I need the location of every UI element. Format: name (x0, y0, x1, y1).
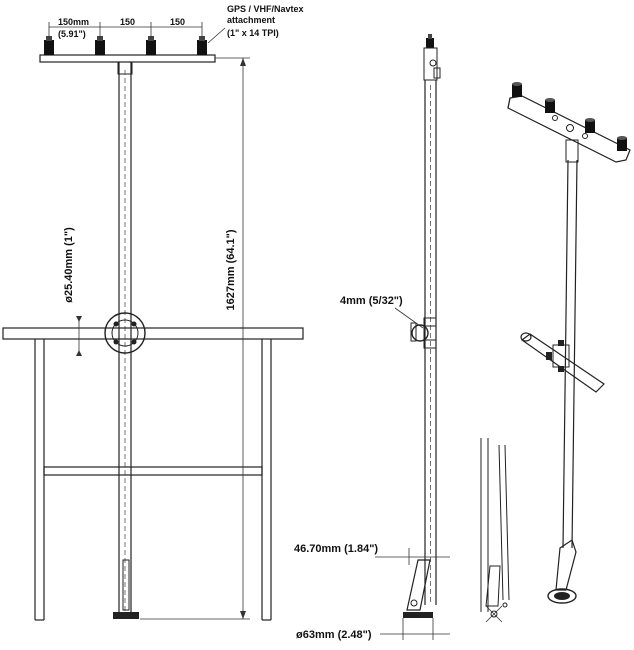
spacing-label-3: 150 (170, 17, 185, 27)
deck-base (113, 559, 139, 619)
spacing-label-inch: (5.91") (58, 29, 86, 39)
gps-label-line3: (1" x 14 TPI) (227, 28, 279, 38)
side-base-hinge (403, 559, 433, 618)
tube-diameter-dimension (76, 316, 82, 356)
iso-rail-clamp (520, 332, 605, 393)
rail-clamp (104, 312, 146, 354)
iso-knob (512, 82, 522, 97)
iso-base (547, 539, 577, 604)
antenna-mount-knob (44, 36, 54, 55)
side-view: 4mm (5/32") 46.70mm (1.84") ø63mm (2.48"… (294, 34, 450, 641)
front-view: 150mm 150 150 (5.91") GPS / VHF/Navtex a… (2, 4, 304, 621)
iso-knob (545, 98, 555, 113)
height-dimension (140, 57, 250, 620)
antenna-mount-knob (146, 36, 156, 55)
main-pole (118, 62, 132, 612)
gps-label-line2: attachment (227, 15, 275, 25)
spacing-label-1: 150mm (58, 17, 89, 27)
height-label: 1627mm (64.1") (225, 229, 237, 310)
tube-diameter-label: ø25.40mm (1") (63, 227, 75, 303)
detail-view (480, 438, 510, 623)
iso-knob (585, 118, 595, 133)
iso-knob (617, 136, 627, 151)
base-offset-label: 46.70mm (1.84") (294, 543, 378, 555)
spacing-dimension (48, 22, 203, 38)
side-clamp (410, 317, 437, 349)
railing (2, 327, 304, 621)
antenna-mount-knob (95, 36, 105, 55)
antenna-mount-knob (197, 36, 207, 55)
top-bracket (39, 54, 216, 63)
isometric-view (507, 82, 631, 604)
gps-label-line1: GPS / VHF/Navtex (227, 4, 304, 14)
base-diameter-label: ø63mm (2.48") (296, 629, 372, 641)
spacing-label-2: 150 (120, 17, 135, 27)
clamp-thickness-label: 4mm (5/32") (340, 295, 403, 307)
